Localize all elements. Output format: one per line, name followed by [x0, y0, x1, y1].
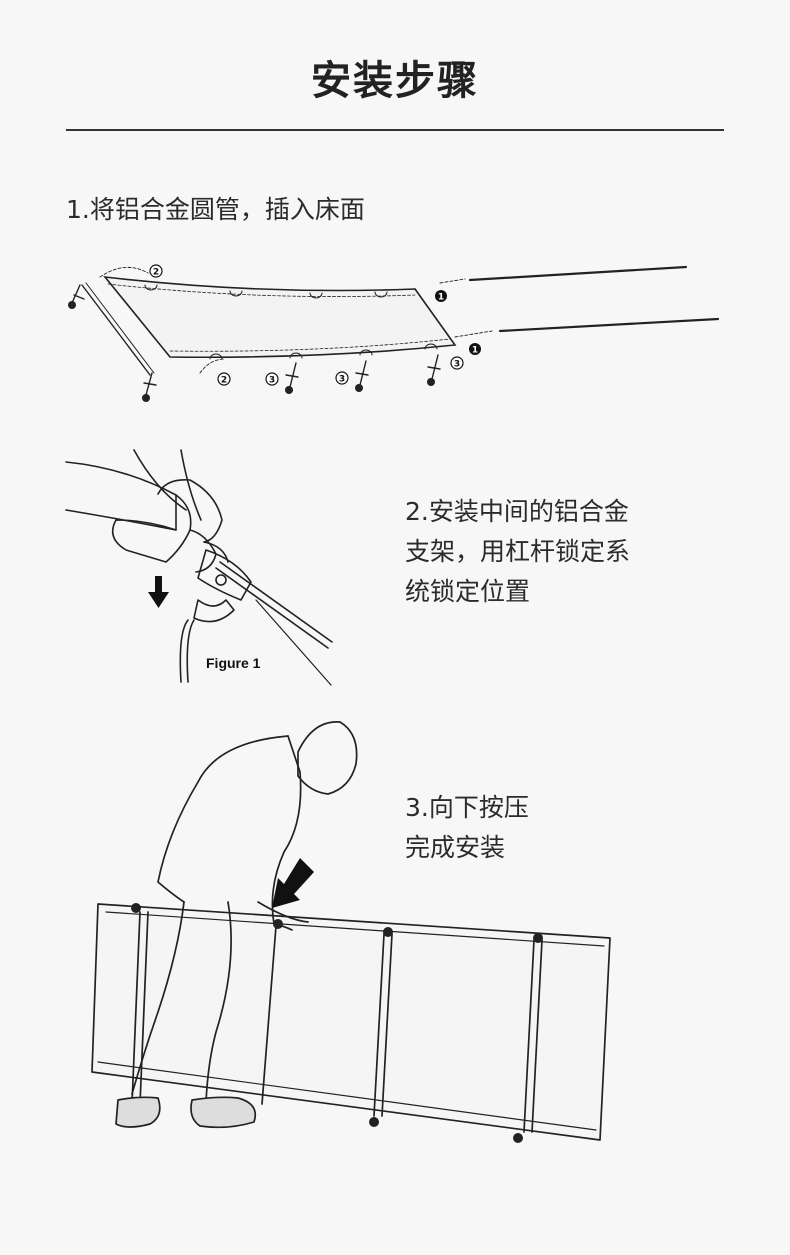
press-down-arrow — [148, 576, 169, 608]
svg-text:3: 3 — [454, 360, 460, 370]
step-1-diagram: 1 1 2 2 3 3 3 — [68, 264, 720, 402]
step-2-text: 2.安装中间的铝合金 支架，用杠杆锁定系 统锁定位置 — [405, 492, 630, 612]
arm-sleeve — [65, 461, 177, 531]
svg-text:1: 1 — [472, 346, 478, 356]
step-3-text: 3.向下按压 完成安装 — [405, 788, 529, 868]
svg-text:2: 2 — [153, 268, 159, 278]
page-title: 安装步骤 — [311, 57, 479, 104]
step-2-line-1: 2.安装中间的铝合金 — [405, 497, 629, 526]
svg-text:1: 1 — [438, 293, 444, 303]
title-divider — [66, 129, 724, 131]
shoe-left — [115, 1096, 161, 1128]
svg-text:3: 3 — [339, 375, 345, 385]
frame-pole — [215, 567, 329, 649]
callout-3b: 3 — [335, 371, 349, 385]
svg-text:2: 2 — [221, 376, 227, 386]
bed-fabric — [103, 275, 457, 359]
cot-frame — [91, 903, 611, 1141]
step-3-line-2: 完成安装 — [405, 833, 506, 862]
callout-2a: 2 — [149, 264, 163, 278]
step-3-diagram — [91, 721, 611, 1143]
step-2-diagram: Figure 1 — [65, 449, 333, 686]
step-1-text: 1.将铝合金圆管，插入床面 — [66, 190, 365, 230]
callout-1b: 1 — [469, 343, 481, 356]
callout-2b: 2 — [217, 372, 231, 386]
callout-1a: 1 — [435, 290, 447, 303]
step-2-line-2: 支架，用杠杆锁定系 — [405, 537, 631, 566]
shoe-right — [190, 1096, 257, 1129]
step-2-line-3: 统锁定位置 — [405, 577, 531, 606]
callout-3c: 3 — [450, 356, 464, 370]
svg-text:3: 3 — [269, 376, 275, 386]
figure-label: Figure 1 — [206, 655, 261, 671]
person-head — [297, 721, 358, 795]
step-1-line-1: 1.将铝合金圆管，插入床面 — [66, 195, 365, 224]
press-arrow — [272, 858, 314, 908]
step-3-line-1: 3.向下按压 — [405, 793, 529, 822]
callout-3a: 3 — [265, 372, 279, 386]
